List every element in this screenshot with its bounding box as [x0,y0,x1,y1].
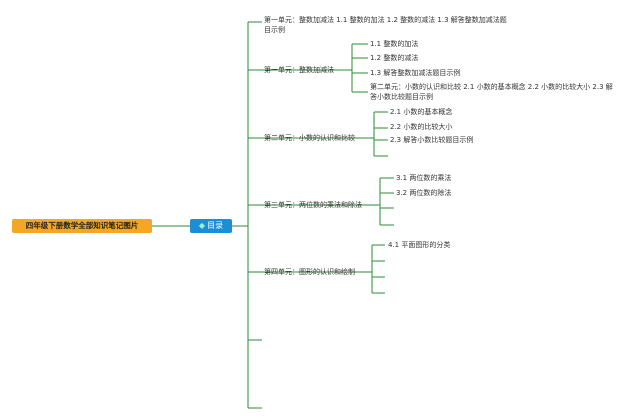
toc-node[interactable]: ◆目录 [190,219,232,233]
unit-2-title[interactable]: 第二单元：小数的认识和比较 [264,134,355,142]
unit-1-item-1[interactable]: 1.1 整数的加法 [370,40,419,48]
unit-2-item-3[interactable]: 2.3 解答小数比较题目示例 [390,136,474,144]
toc-label: 目录 [207,221,224,230]
root-node[interactable]: 四年级下册数学全部知识笔记图片 [12,219,152,233]
unit-3-title[interactable]: 第三单元：两位数的乘法和除法 [264,201,362,209]
unit-4-title[interactable]: 第四单元：图形的认识和绘制 [264,268,355,276]
unit-2-item-1[interactable]: 2.1 小数的基本概念 [390,108,453,116]
top-note[interactable]: 第一单元：整数加减法 1.1 整数的加法 1.2 整数的减法 1.3 解答整数加… [264,16,507,34]
unit-1-item-4[interactable]: 第二单元：小数的认识和比较 2.1 小数的基本概念 2.2 小数的比较大小 2.… [370,83,613,101]
unit-3-item-1[interactable]: 3.1 两位数的乘法 [396,174,452,182]
unit-1-item-2[interactable]: 1.2 整数的减法 [370,54,419,62]
unit-1-title[interactable]: 第一单元：整数加减法 [264,66,334,74]
unit-3-item-2[interactable]: 3.2 两位数的除法 [396,189,452,197]
unit-2-item-2[interactable]: 2.2 小数的比较大小 [390,123,453,131]
diamond-icon: ◆ [198,221,206,230]
unit-4-item-1[interactable]: 4.1 平面图形的分类 [388,241,451,249]
unit-1-item-3[interactable]: 1.3 解答整数加减法题目示例 [370,69,461,77]
